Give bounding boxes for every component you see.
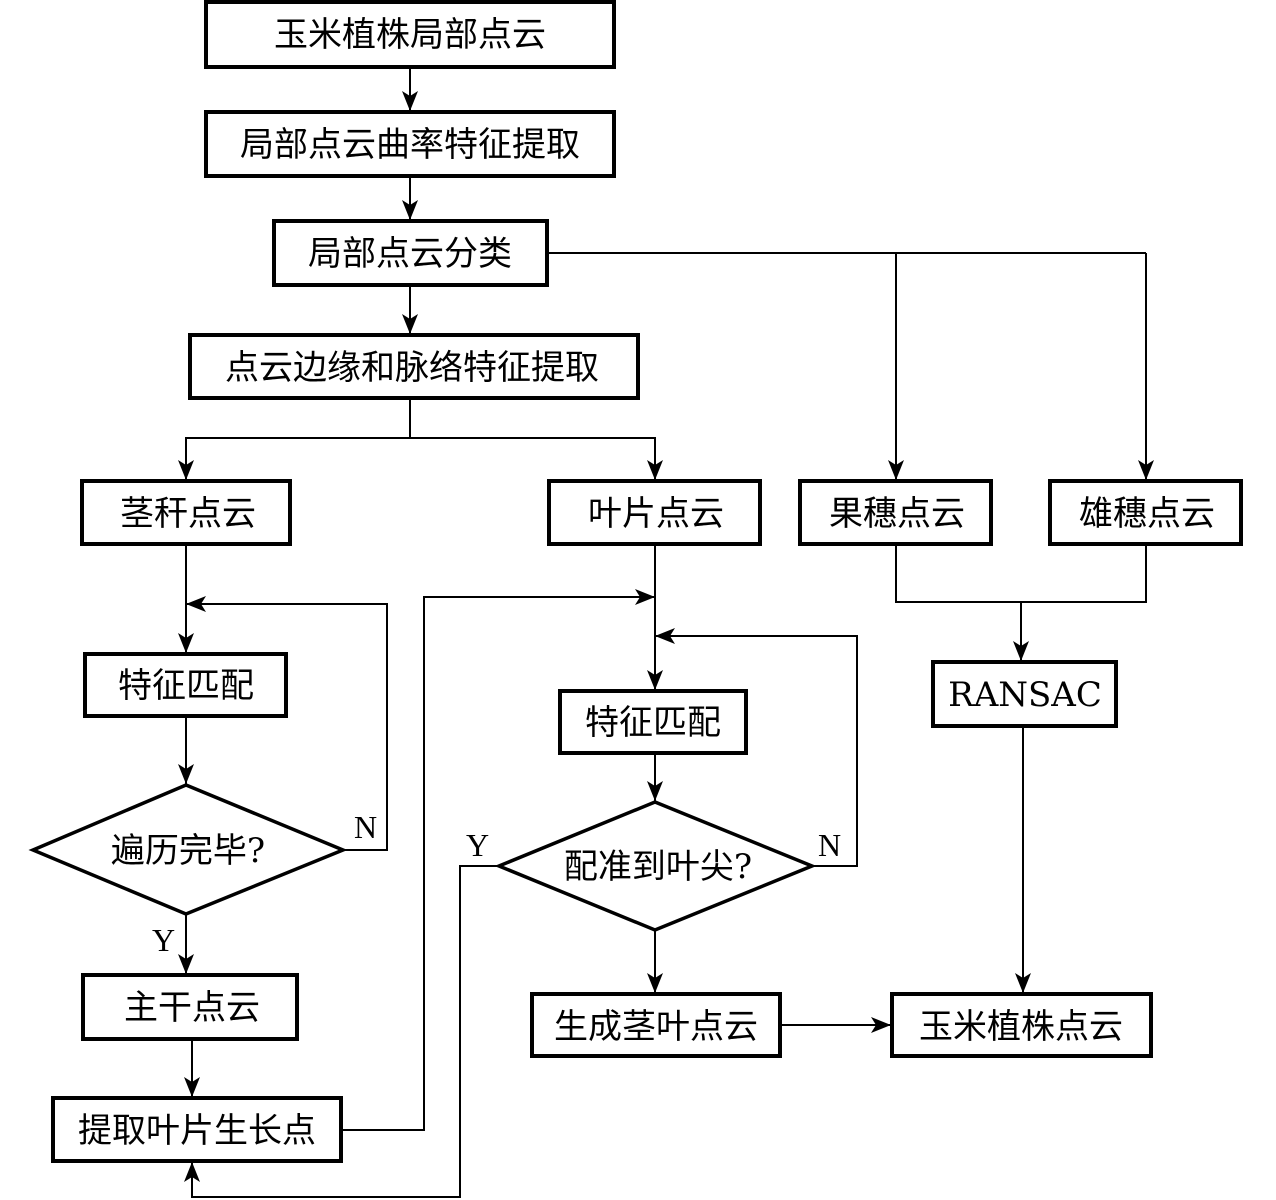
edge-vein-node: 点云边缘和脉络特征提取 <box>188 333 640 400</box>
input-cloud-node: 玉米植株局部点云 <box>204 0 616 69</box>
leaf-label: 叶片点云 <box>588 494 724 534</box>
output-cloud-node: 玉米植株点云 <box>890 992 1153 1058</box>
curvature-node: 局部点云曲率特征提取 <box>204 110 616 178</box>
ear-label: 果穗点云 <box>829 494 965 534</box>
traverse-decision: 遍历完毕? <box>28 783 348 916</box>
connectors <box>178 68 1154 1198</box>
leaf-node: 叶片点云 <box>547 479 762 546</box>
arrow-to-stem <box>178 437 410 480</box>
ear-node: 果穗点云 <box>798 479 993 546</box>
ransac-label: RANSAC <box>948 675 1102 715</box>
input-cloud-label: 玉米植株局部点云 <box>274 15 546 55</box>
trunk-node: 主干点云 <box>81 973 299 1041</box>
arrow-growth-to-leaf-line <box>342 589 655 1131</box>
tassel-node: 雄穗点云 <box>1048 479 1243 546</box>
curvature-label: 局部点云曲率特征提取 <box>240 125 580 165</box>
tip-yes-label: Y <box>466 827 489 863</box>
arrow-tip-no-loop <box>655 628 858 867</box>
classify-label: 局部点云分类 <box>308 234 512 274</box>
traverse-label: 遍历完毕? <box>111 831 265 871</box>
classify-node: 局部点云分类 <box>272 219 549 287</box>
tip-no-label: N <box>818 827 841 863</box>
stem-match-node: 特征匹配 <box>83 652 288 718</box>
tip-decision: 配准到叶尖? <box>494 800 817 932</box>
tip-label: 配准到叶尖? <box>564 847 752 887</box>
arrow-to-leaf <box>410 437 663 480</box>
line-ear-down <box>895 545 1147 603</box>
stem-leaf-node: 生成茎叶点云 <box>530 992 782 1058</box>
tassel-label: 雄穗点云 <box>1079 494 1215 534</box>
leaf-match-label: 特征匹配 <box>585 703 721 743</box>
growth-point-node: 提取叶片生长点 <box>51 1096 343 1163</box>
stem-match-label: 特征匹配 <box>118 666 254 706</box>
trunk-label: 主干点云 <box>124 988 260 1028</box>
arrow-traverse-no-loop <box>186 596 388 851</box>
edge-vein-label: 点云边缘和脉络特征提取 <box>225 348 599 388</box>
stem-node: 茎秆点云 <box>80 479 292 546</box>
traverse-no-label: N <box>354 809 377 845</box>
stem-label: 茎秆点云 <box>120 494 256 534</box>
leaf-match-node: 特征匹配 <box>558 689 748 755</box>
growth-point-label: 提取叶片生长点 <box>78 1111 316 1151</box>
arrow-tip-yes-to-growth <box>184 865 499 1198</box>
output-cloud-label: 玉米植株点云 <box>919 1007 1123 1047</box>
ransac-node: RANSAC <box>931 660 1118 728</box>
traverse-yes-label: Y <box>152 922 175 958</box>
stem-leaf-label: 生成茎叶点云 <box>554 1007 758 1047</box>
